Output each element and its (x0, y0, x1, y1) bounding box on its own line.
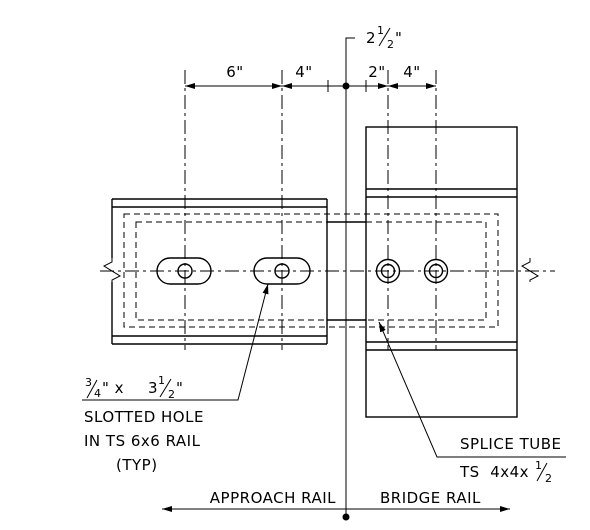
slot-callout-line2: SLOTTED HOLE (84, 408, 204, 426)
slot-callout-line3: IN TS 6x6 RAIL (84, 432, 201, 450)
splice-size-num: 1 (535, 459, 543, 472)
slot-length-whole: 3 (148, 379, 158, 397)
slot-length-den: 2 (168, 388, 176, 401)
dimension-line-top (185, 80, 436, 92)
slot-length-num: 1 (158, 374, 166, 387)
dim-top-offset-whole: 2 (366, 29, 376, 47)
slot-width-num: 3 (85, 376, 93, 389)
right-break-line (520, 258, 540, 282)
slotted-hole-1 (156, 257, 212, 285)
slot-callout-leader (82, 283, 269, 401)
splice-callout-line1: SPLICE TUBE (460, 435, 561, 453)
slot-callout-line4: (TYP) (116, 456, 158, 474)
slot-size-sep: " x (102, 379, 129, 397)
slot-width-den: 4 (94, 387, 102, 400)
left-break-line (102, 258, 122, 282)
slot-length-unit: " (176, 379, 183, 397)
splice-callout-line2: TS 4x4x 1 2 (459, 459, 553, 485)
slotted-hole-2 (253, 257, 311, 285)
dim-slot-spacing-a: 6" (226, 63, 243, 81)
top-offset-leader (345, 37, 355, 86)
splice-size-den: 2 (545, 472, 553, 485)
bolt-hole-2 (423, 258, 449, 284)
dim-hole-spacing-a: 2" (368, 63, 385, 81)
dim-top-offset: 2 1 2 " (366, 24, 402, 51)
slot-callout-size: 3 4 " x 3 1 2 " (85, 374, 183, 401)
approach-rail-label: APPROACH RAIL (210, 489, 336, 507)
bolt-hole-1 (375, 258, 401, 284)
joint-point-bottom (342, 513, 350, 521)
splice-callout-leader (378, 321, 566, 458)
splice-size-prefix: TS 4x4x (459, 463, 529, 481)
dim-top-offset-num: 1 (377, 24, 385, 37)
dim-top-offset-unit: " (395, 29, 402, 47)
dim-top-offset-den: 2 (387, 38, 395, 51)
bridge-rail-label: BRIDGE RAIL (380, 489, 481, 507)
dim-hole-spacing-b: 4" (403, 63, 420, 81)
bridge-rail-member (365, 126, 518, 418)
dim-slot-spacing-b: 4" (295, 63, 312, 81)
